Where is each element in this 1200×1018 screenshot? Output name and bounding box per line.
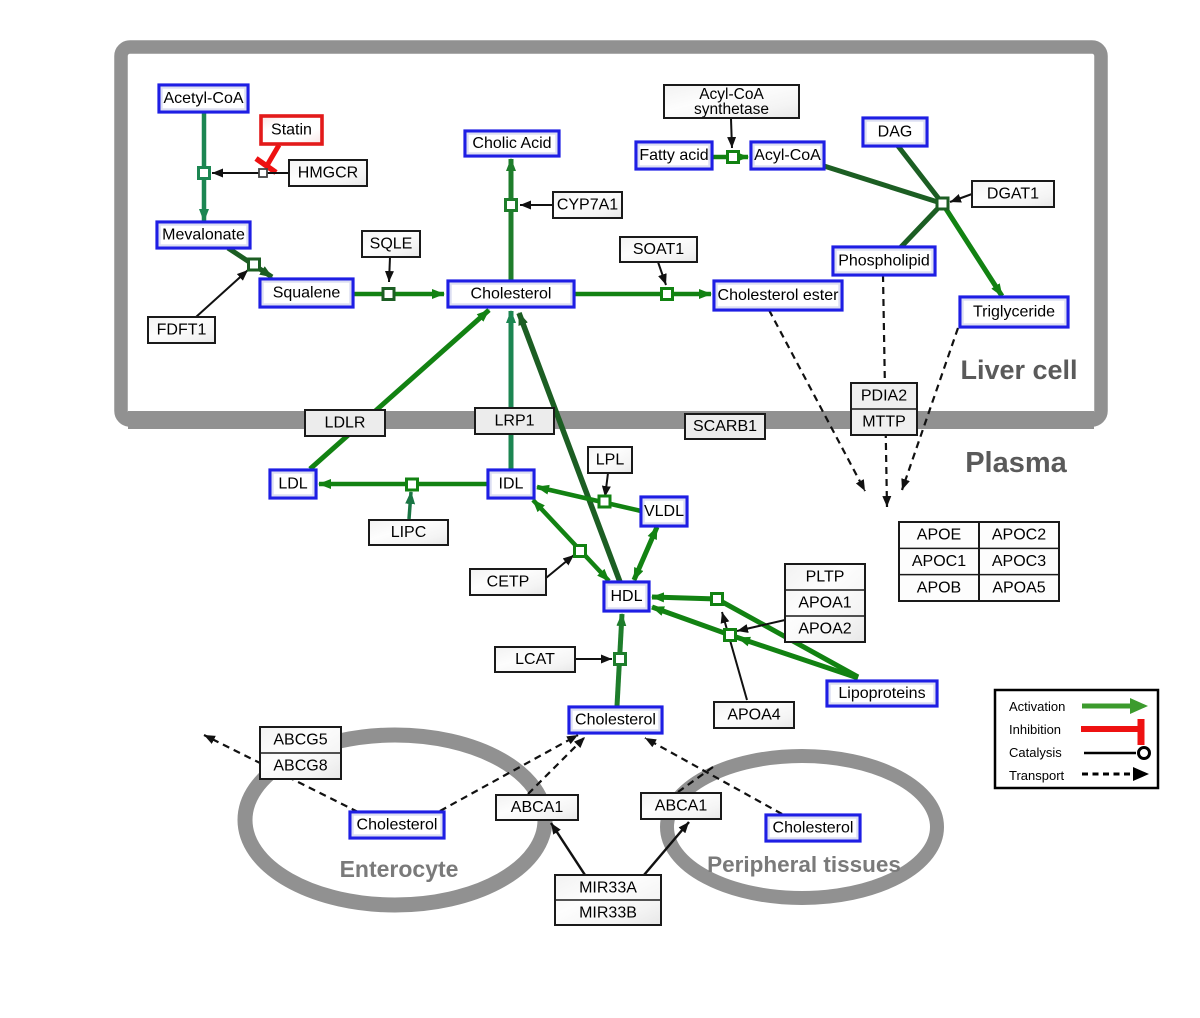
svg-text:Enterocyte: Enterocyte (340, 856, 459, 882)
svg-text:APOB: APOB (917, 579, 961, 596)
svg-text:APOE: APOE (917, 527, 961, 544)
svg-text:VLDL: VLDL (644, 503, 684, 520)
svg-text:ABCG5: ABCG5 (273, 732, 327, 749)
svg-text:Phospholipid: Phospholipid (838, 253, 930, 270)
svg-text:APOA5: APOA5 (992, 579, 1045, 596)
svg-text:Cholesterol: Cholesterol (575, 712, 656, 729)
svg-text:APOA1: APOA1 (798, 595, 851, 612)
svg-text:CETP: CETP (487, 574, 530, 591)
svg-text:LCAT: LCAT (515, 651, 555, 668)
svg-text:HDL: HDL (610, 588, 642, 605)
svg-text:CYP7A1: CYP7A1 (557, 197, 618, 214)
svg-text:SOAT1: SOAT1 (633, 241, 684, 258)
svg-text:Plasma: Plasma (965, 447, 1067, 479)
svg-text:Statin: Statin (271, 122, 312, 139)
svg-text:Fatty acid: Fatty acid (639, 147, 708, 164)
svg-text:Acyl-CoA: Acyl-CoA (754, 147, 821, 164)
svg-text:HMGCR: HMGCR (298, 165, 358, 182)
svg-text:Squalene: Squalene (273, 285, 341, 302)
svg-text:FDFT1: FDFT1 (157, 322, 207, 339)
svg-text:SQLE: SQLE (370, 236, 413, 253)
svg-text:Triglyceride: Triglyceride (973, 304, 1055, 321)
svg-text:Acyl-CoA: Acyl-CoA (699, 86, 764, 103)
svg-text:APOC2: APOC2 (992, 527, 1046, 544)
svg-text:Acetyl-CoA: Acetyl-CoA (163, 90, 243, 107)
svg-text:MTTP: MTTP (862, 414, 906, 431)
svg-text:PDIA2: PDIA2 (861, 388, 907, 405)
svg-text:ABCA1: ABCA1 (511, 799, 564, 816)
svg-text:LIPC: LIPC (391, 524, 427, 541)
svg-text:ABCA1: ABCA1 (655, 798, 708, 815)
svg-text:IDL: IDL (499, 476, 524, 493)
svg-text:Transport: Transport (1009, 768, 1065, 783)
svg-text:SCARB1: SCARB1 (693, 418, 757, 435)
svg-text:APOC1: APOC1 (912, 553, 966, 570)
svg-text:Activation: Activation (1009, 699, 1065, 714)
svg-text:Cholesterol: Cholesterol (471, 286, 552, 303)
svg-text:Mevalonate: Mevalonate (162, 227, 245, 244)
svg-text:Cholic Acid: Cholic Acid (472, 135, 551, 152)
svg-text:synthetase: synthetase (694, 101, 769, 118)
svg-text:Liver cell: Liver cell (960, 355, 1077, 385)
svg-text:Cholesterol: Cholesterol (773, 820, 854, 837)
svg-text:DAG: DAG (878, 124, 913, 141)
svg-text:Cholesterol: Cholesterol (357, 817, 438, 834)
svg-text:MIR33A: MIR33A (579, 880, 637, 897)
svg-text:DGAT1: DGAT1 (987, 186, 1039, 203)
svg-text:Inhibition: Inhibition (1009, 722, 1061, 737)
svg-text:Peripheral tissues: Peripheral tissues (707, 852, 901, 877)
svg-text:Lipoproteins: Lipoproteins (838, 685, 925, 702)
svg-text:APOC3: APOC3 (992, 553, 1046, 570)
svg-text:ABCG8: ABCG8 (273, 758, 327, 775)
svg-text:MIR33B: MIR33B (579, 905, 637, 922)
svg-text:PLTP: PLTP (806, 569, 845, 586)
svg-text:Catalysis: Catalysis (1009, 745, 1062, 760)
svg-text:Cholesterol ester: Cholesterol ester (718, 287, 840, 304)
svg-text:LDLR: LDLR (325, 415, 366, 432)
svg-text:LDL: LDL (278, 476, 307, 493)
svg-text:APOA2: APOA2 (798, 621, 851, 638)
svg-text:LPL: LPL (596, 452, 625, 469)
svg-text:APOA4: APOA4 (727, 707, 780, 724)
svg-text:LRP1: LRP1 (494, 413, 534, 430)
